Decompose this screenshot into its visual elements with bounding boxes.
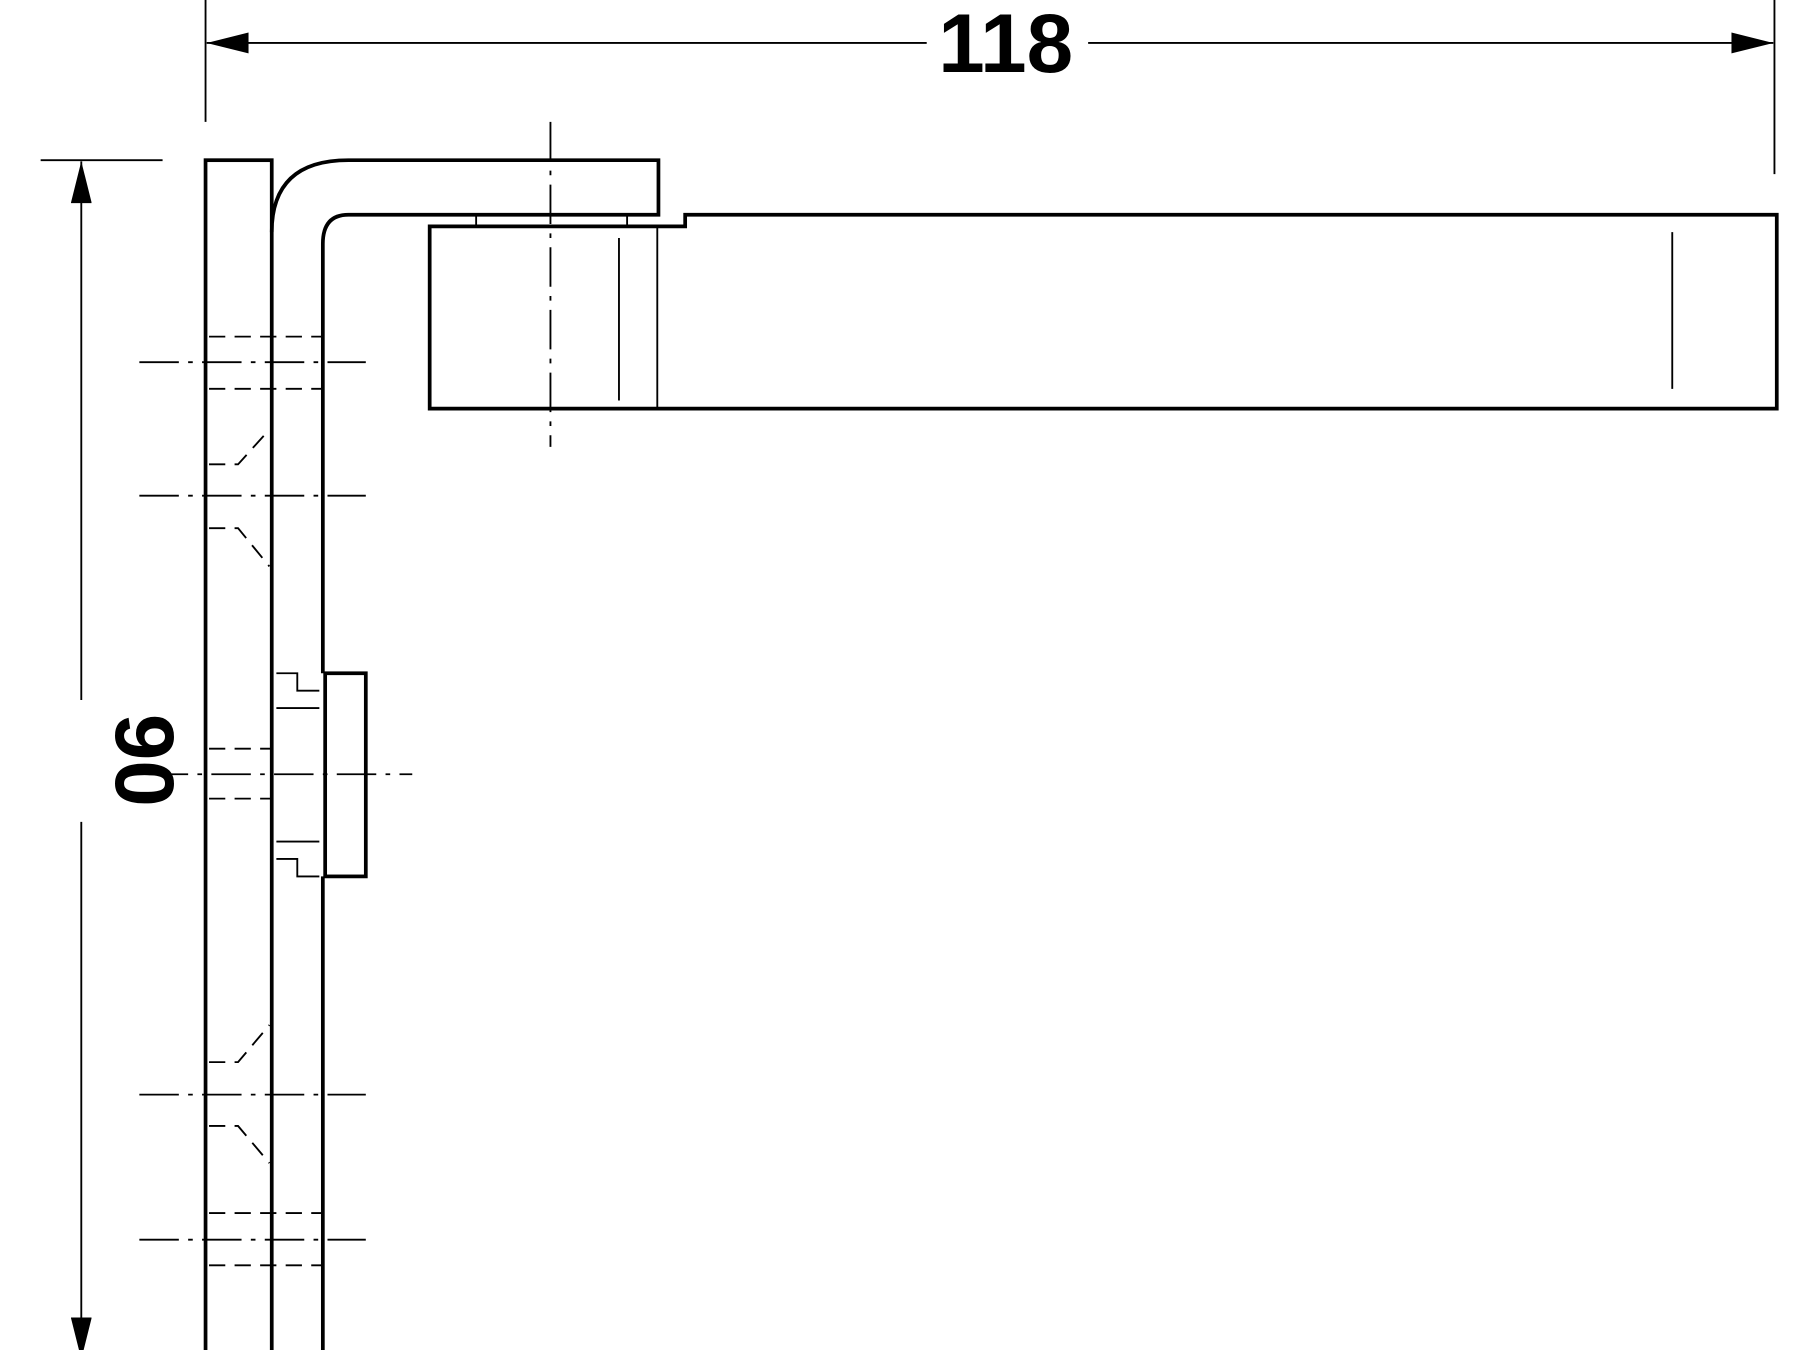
hidden-lines [209, 335, 323, 1267]
width-dimension: 118 [204, 0, 1776, 175]
cabinet-arm-body [427, 212, 1779, 411]
hinge-arm [269, 158, 661, 1350]
screw-centerlines [139, 361, 413, 1241]
width-label: 118 [938, 0, 1073, 90]
block-notches [276, 672, 320, 878]
mounting-plate [203, 158, 274, 1350]
height-label: 90 [98, 714, 192, 807]
height-dimension: 90 [40, 159, 192, 1350]
